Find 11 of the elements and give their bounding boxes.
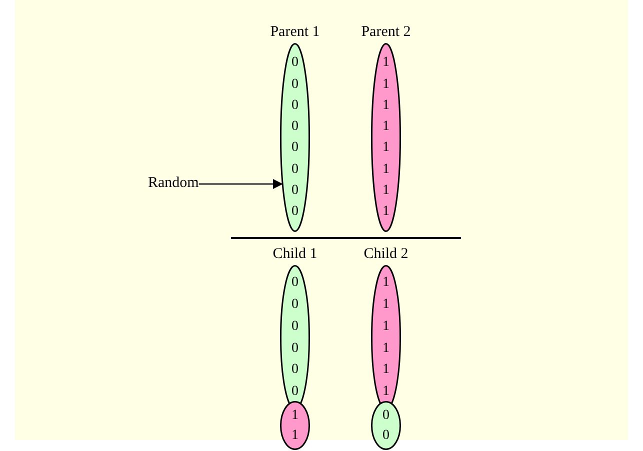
bit-string: 0 0 — [382, 406, 390, 444]
bit-string: 1 1 1 1 1 1 1 1 — [382, 54, 390, 222]
bit-string: 0 0 0 0 0 0 0 0 — [290, 54, 300, 222]
arrow — [198, 179, 283, 189]
bit-string: 1 1 — [290, 406, 300, 444]
bit-string: 0 0 0 0 0 0 — [290, 274, 300, 401]
chromosome-heading: Child 2 — [364, 245, 408, 263]
chromosome-heading: Child 1 — [272, 245, 318, 263]
chromosome-heading: Parent 2 — [361, 23, 411, 41]
chromosome-heading: Parent 1 — [270, 23, 320, 41]
random-label: Random — [148, 174, 199, 192]
